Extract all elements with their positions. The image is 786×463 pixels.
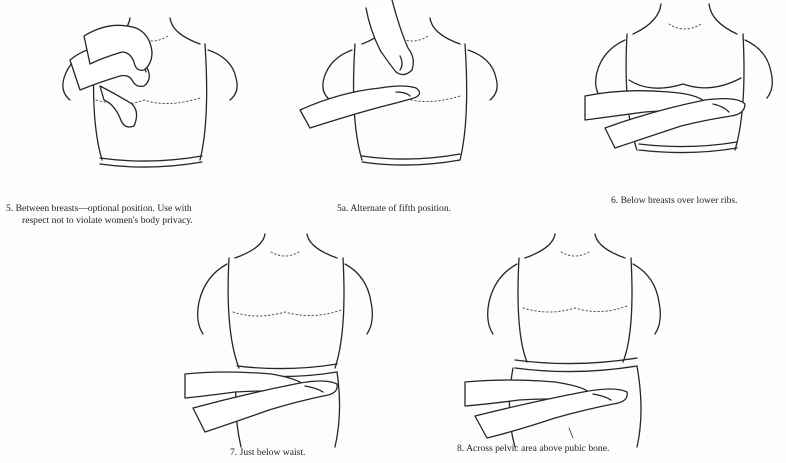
- caption-7: 7. Just below waist.: [230, 447, 305, 459]
- caption-5a: 5a. Alternate of fifth position.: [337, 203, 451, 215]
- figure-8-pelvic-area: [465, 232, 685, 447]
- caption-6: 6. Below breasts over lower ribs.: [611, 195, 738, 207]
- figure-5a-alternate-position: [300, 0, 520, 190]
- figure-7-below-waist: [185, 232, 385, 447]
- caption-8: 8. Across pelvic area above pubic bone.: [457, 443, 609, 455]
- caption-5: 5. Between breasts—optional position. Us…: [6, 203, 192, 215]
- figure-5-between-breasts: [40, 0, 260, 190]
- caption-5-continued: respect not to violate women's body priv…: [22, 215, 193, 227]
- figure-6-below-breasts: [585, 0, 785, 190]
